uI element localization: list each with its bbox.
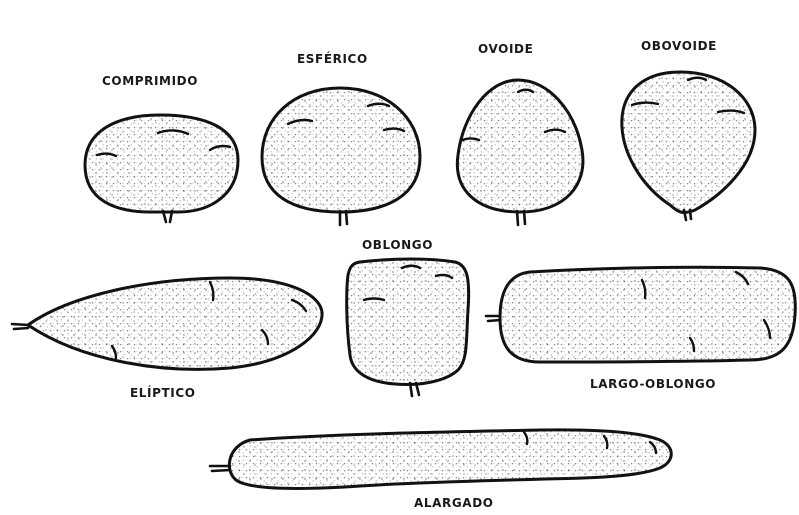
- ovoide-tuber: [457, 80, 583, 225]
- label-eliptico: ELÍPTICO: [130, 386, 196, 400]
- eliptico-tuber: [12, 278, 322, 369]
- obovoide-tuber: [622, 72, 755, 220]
- label-obovoide: OBOVOIDE: [641, 39, 717, 53]
- label-esferico: ESFÉRICO: [297, 52, 368, 66]
- esferico-tuber: [262, 88, 420, 225]
- label-largo-oblongo: LARGO-OBLONGO: [590, 377, 716, 391]
- oblongo-tuber: [347, 259, 469, 396]
- label-ovoide: OVOIDE: [478, 42, 533, 56]
- label-oblongo: OBLONGO: [362, 238, 433, 252]
- comprimido-tuber: [85, 115, 238, 222]
- alargado-tuber: [210, 430, 671, 489]
- label-alargado: ALARGADO: [414, 496, 494, 510]
- label-comprimido: COMPRIMIDO: [102, 74, 198, 88]
- largo-oblongo-tuber: [486, 267, 795, 362]
